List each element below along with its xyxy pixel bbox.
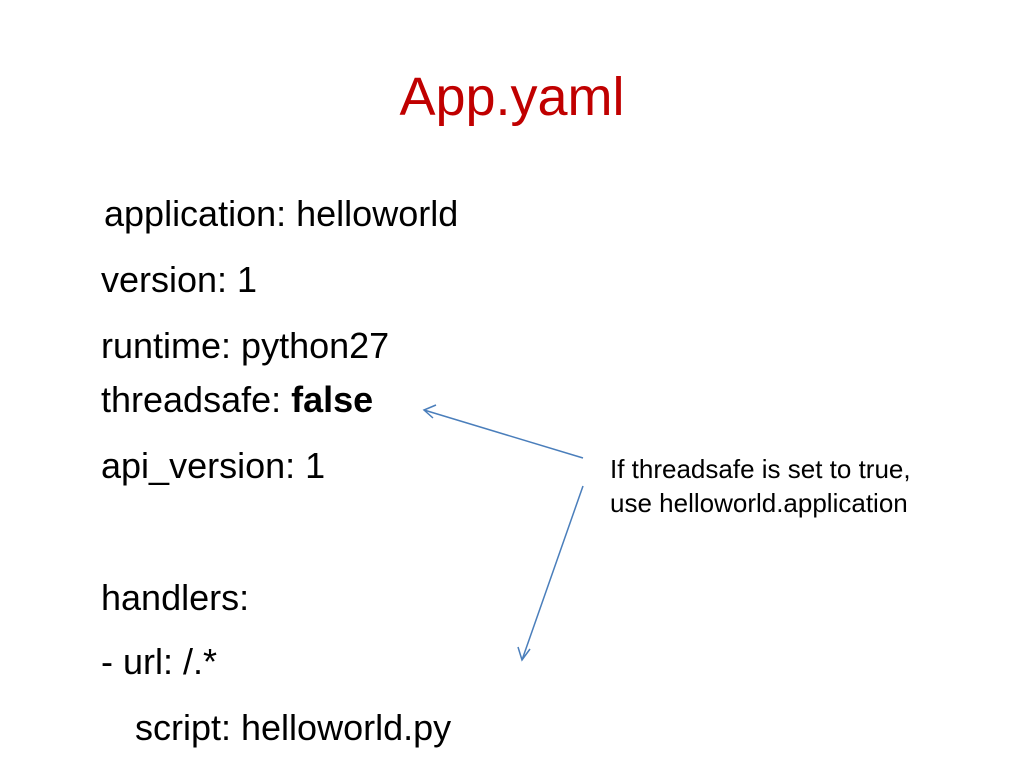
arrowhead-script bbox=[517, 646, 531, 662]
line-handlers: handlers: bbox=[101, 577, 250, 618]
note-line-1: If threadsafe is set to true, bbox=[610, 454, 911, 484]
note-line-2: use helloworld.application bbox=[610, 488, 908, 518]
line-threadsafe: threadsafe: false bbox=[101, 378, 373, 422]
slide-title: App.yaml bbox=[399, 67, 625, 127]
line-script: script: helloworld.py bbox=[135, 707, 452, 748]
annotation-note: If threadsafe is set to true, use hellow… bbox=[610, 452, 1020, 520]
threadsafe-value: false bbox=[291, 379, 374, 420]
line-application: application: helloworld bbox=[104, 193, 459, 234]
line-url: - url: /.* bbox=[101, 641, 218, 682]
arrow-to-threadsafe bbox=[423, 409, 584, 459]
line-api-version: api_version: 1 bbox=[101, 445, 326, 486]
arrowhead-threadsafe bbox=[422, 404, 437, 419]
line-version: version: 1 bbox=[101, 259, 258, 300]
arrow-to-script bbox=[521, 485, 584, 661]
threadsafe-key: threadsafe: bbox=[101, 379, 292, 420]
line-runtime: runtime: python27 bbox=[101, 325, 390, 366]
